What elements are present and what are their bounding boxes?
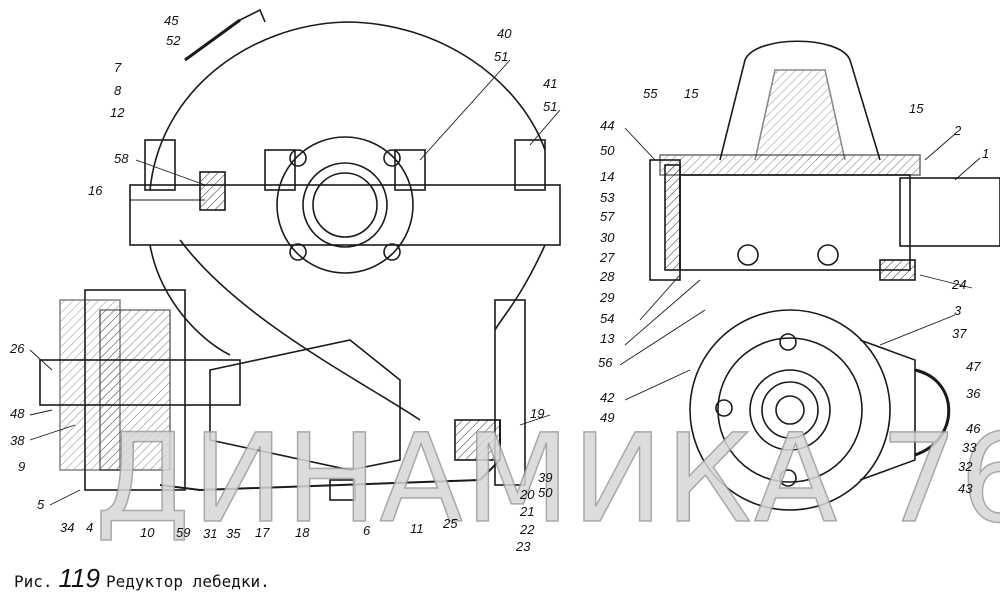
callout: 35 — [226, 526, 241, 541]
callout: 18 — [295, 525, 310, 540]
callout: 23 — [516, 539, 531, 554]
right-view-housing — [649, 40, 1000, 511]
callout: 26 — [10, 341, 25, 356]
callout: 7 — [114, 60, 122, 75]
callout: 15 — [909, 101, 924, 116]
callout: 51 — [494, 49, 509, 64]
callout: 13 — [600, 331, 615, 346]
callout: 19 — [530, 406, 545, 421]
callout: 14 — [600, 169, 615, 184]
callout: 28 — [600, 269, 615, 284]
callout: 3 — [954, 303, 962, 318]
callout: 11 — [410, 521, 424, 536]
callout: 45 — [164, 13, 179, 28]
callout: 41 — [543, 76, 558, 91]
callout: 8 — [114, 83, 122, 98]
callout: 46 — [966, 421, 981, 436]
leader-lines — [29, 59, 981, 506]
callout: 53 — [600, 190, 615, 205]
callout: 24 — [952, 277, 967, 292]
callout: 59 — [176, 525, 191, 540]
figure-title: Редуктор лебедки. — [105, 572, 270, 591]
callout: 47 — [966, 359, 981, 374]
callout: 39 — [538, 470, 553, 485]
callout: 51 — [543, 99, 558, 114]
callout: 50 — [538, 485, 553, 500]
left-view-housing — [39, 8, 561, 501]
callout: 16 — [88, 183, 103, 198]
callout: 15 — [684, 86, 699, 101]
callout: 43 — [958, 481, 973, 496]
callout: 30 — [600, 230, 615, 245]
figure-caption: Рис. 119 Редуктор лебедки. — [14, 563, 270, 594]
callout: 58 — [114, 151, 129, 166]
callout: 6 — [363, 523, 371, 538]
callout: 29 — [600, 290, 615, 305]
figure-number: 119 — [58, 563, 100, 593]
callout: 32 — [958, 459, 973, 474]
callout: 17 — [255, 525, 270, 540]
callout: 44 — [600, 118, 615, 133]
callout: 20 — [520, 487, 535, 502]
callout: 37 — [952, 326, 967, 341]
callout: 50 — [600, 143, 615, 158]
callout: 12 — [110, 105, 125, 120]
callout: 36 — [966, 386, 981, 401]
callout: 40 — [497, 26, 512, 41]
callout: 54 — [600, 311, 615, 326]
callout: 25 — [443, 516, 458, 531]
callout: 57 — [600, 209, 615, 224]
callout: 1 — [982, 146, 990, 161]
figure-prefix: Рис. — [14, 572, 53, 591]
watermark: ДИНАМИКА 76 — [94, 408, 1000, 550]
callout: 38 — [10, 433, 25, 448]
callout: 31 — [203, 526, 218, 541]
callout: 22 — [520, 522, 535, 537]
callout: 21 — [520, 504, 535, 519]
callout: 5 — [37, 497, 45, 512]
callout: 9 — [18, 459, 26, 474]
callout: 34 — [60, 520, 75, 535]
callout: 52 — [166, 33, 181, 48]
callout: 2 — [954, 123, 962, 138]
callout: 4 — [86, 520, 94, 535]
callout: 49 — [600, 410, 615, 425]
callout: 33 — [962, 440, 977, 455]
callout: 55 — [643, 86, 658, 101]
callout: 10 — [140, 525, 155, 540]
callout: 48 — [10, 406, 25, 421]
callout: 27 — [600, 250, 615, 265]
callout: 56 — [598, 355, 613, 370]
callout: 42 — [600, 390, 615, 405]
